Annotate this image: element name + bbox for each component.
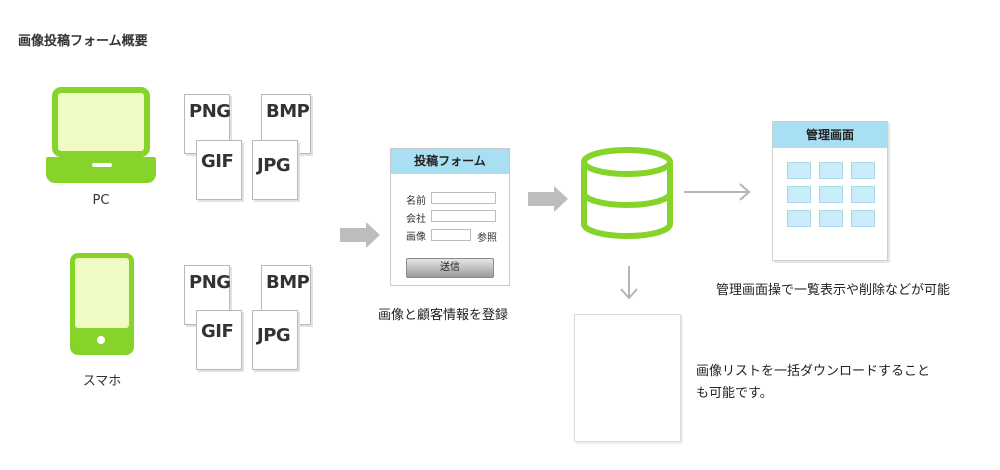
arrow-right-thin-icon (684, 183, 751, 201)
form-input-name (431, 192, 496, 204)
admin-caption: 管理画面操で一覧表示や削除などが可能 (716, 283, 951, 298)
arrow-right-icon (340, 222, 380, 248)
device-label-pc: PC (92, 193, 110, 208)
form-input-company (431, 210, 496, 222)
admin-grid-cell (819, 162, 843, 179)
download-caption-line2: も可能です。 (696, 386, 773, 401)
laptop-icon (52, 87, 150, 157)
admin-grid-cell (851, 162, 875, 179)
form-submit-button: 送信 (406, 258, 494, 278)
admin-grid-cell (787, 162, 811, 179)
download-caption-line1: 画像リストを一括ダウンロードすること (696, 364, 931, 379)
smartphone-home-button (97, 336, 105, 344)
laptop-base (46, 157, 156, 183)
admin-title: 管理画面 (773, 122, 887, 148)
arrow-down-thin-icon (620, 266, 638, 300)
file-card-jpg: JPG (252, 310, 298, 370)
form-browse-label: 参照 (477, 233, 497, 244)
file-card-jpg: JPG (252, 140, 298, 200)
arrow-right-icon (528, 186, 568, 212)
admin-grid-cell (787, 210, 811, 227)
smartphone-screen (75, 258, 129, 328)
form-label-name: 名前 (406, 196, 426, 207)
file-card-gif: GIF (196, 140, 242, 200)
file-card-gif: GIF (196, 310, 242, 370)
form-title: 投稿フォーム (391, 149, 509, 174)
device-label-smartphone: スマホ (82, 374, 122, 389)
database-icon (581, 147, 673, 239)
laptop-trackpad (92, 163, 112, 167)
admin-grid-cell (819, 210, 843, 227)
form-label-company: 会社 (406, 214, 426, 225)
admin-grid-cell (851, 210, 875, 227)
page-title: 画像投稿フォーム概要 (18, 34, 148, 49)
admin-grid-cell (819, 186, 843, 203)
admin-grid-cell (787, 186, 811, 203)
form-input-image (431, 229, 471, 241)
form-caption: 画像と顧客情報を登録 (378, 308, 509, 323)
admin-grid-cell (851, 186, 875, 203)
form-label-image: 画像 (406, 232, 426, 243)
download-list-illustration (574, 314, 681, 442)
